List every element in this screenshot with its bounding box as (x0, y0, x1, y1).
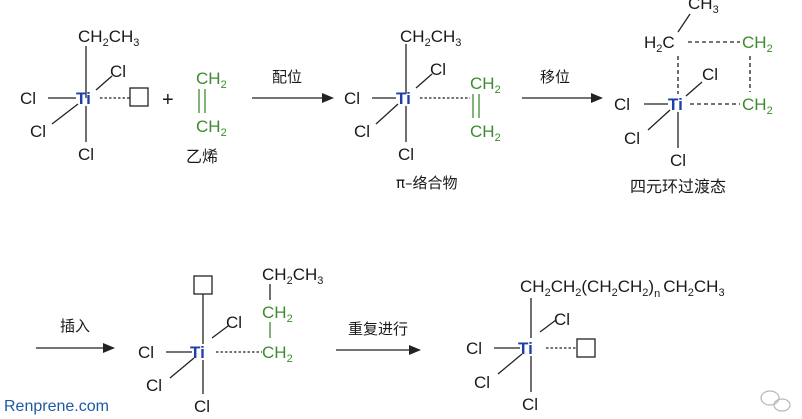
plus-sign: + (162, 89, 174, 111)
ethylene-ch2-label: CH2 (262, 303, 293, 325)
titanium-label: Ti (190, 343, 205, 362)
insertion-arrow: 插入 (36, 317, 115, 353)
chloride-label: Cl (354, 122, 370, 141)
migration-label: 移位 (540, 68, 570, 86)
chloride-label: Cl (466, 339, 482, 358)
titanium-label: Ti (76, 89, 91, 108)
ethylene-ch2-label: CH2 (262, 343, 293, 365)
chloride-label: Cl (78, 145, 94, 164)
site-watermark: Renprene.com (4, 398, 109, 415)
wechat-icon (760, 390, 791, 412)
chloride-label: Cl (702, 65, 718, 84)
ethyl-group-label: CH2CH3 (78, 27, 139, 49)
insertion-label: 插入 (60, 317, 90, 335)
chloride-label: Cl (670, 151, 686, 170)
ethylene-caption: 乙烯 (186, 147, 218, 166)
four-ring-transition-state: CH3 H2C CH2 CH2 Cl Cl Cl Cl Ti 四元环过渡态 (614, 0, 773, 196)
ethylene-ch2-label: CH2 (742, 95, 773, 117)
titanium-label: Ti (518, 339, 533, 358)
coordination-arrow: 配位 (252, 68, 334, 103)
ethyl-group-label: CH2CH3 (262, 265, 323, 287)
chloride-label: Cl (624, 129, 640, 148)
chloride-label: Cl (474, 373, 490, 392)
titanium-label: Ti (668, 95, 683, 114)
vacant-site-box (576, 338, 596, 358)
chloride-label: Cl (614, 95, 630, 114)
ethyl-group-label: CH2CH3 (400, 27, 461, 49)
migration-arrow: 移位 (522, 68, 603, 103)
chloride-label: Cl (398, 145, 414, 164)
titanium-label: Ti (396, 89, 411, 108)
ethylene-molecule: CH2 CH2 乙烯 (186, 69, 227, 166)
ethylene-ch2-label: CH2 (196, 117, 227, 139)
ethylene-ch2-label: CH2 (470, 74, 501, 96)
ethylene-ch2-label: CH2 (742, 33, 773, 55)
chloride-label: Cl (110, 62, 126, 81)
pi-complex: CH2CH3 Cl Cl Cl Cl Ti CH2 CH2 π–络合物 (344, 27, 501, 192)
transition-state-caption: 四元环过渡态 (630, 177, 726, 196)
vacant-site-box (129, 87, 149, 107)
vacant-site-box (193, 275, 213, 295)
h2c-label: H2C (644, 33, 675, 55)
chloride-label: Cl (20, 89, 36, 108)
ethylene-ch2-label: CH2 (470, 122, 501, 144)
chloride-label: Cl (194, 397, 210, 416)
methyl-label: CH3 (688, 0, 719, 16)
chloride-label: Cl (554, 310, 570, 329)
pi-complex-caption: π–络合物 (396, 174, 458, 192)
chloride-label: Cl (30, 122, 46, 141)
repeat-label: 重复进行 (348, 320, 408, 338)
chloride-label: Cl (138, 343, 154, 362)
ethylene-ch2-label: CH2 (196, 69, 227, 91)
chloride-label: Cl (430, 60, 446, 79)
chloride-label: Cl (522, 395, 538, 414)
chloride-label: Cl (226, 313, 242, 332)
chloride-label: Cl (146, 376, 162, 395)
initial-ti-complex: CH2CH3 Cl Cl Cl Cl Ti (20, 27, 149, 164)
repeat-arrow: 重复进行 (336, 320, 421, 355)
inserted-product: Cl Cl Cl Cl Ti CH2 CH2 CH2CH3 (138, 265, 323, 416)
coordination-label: 配位 (272, 68, 302, 86)
chloride-label: Cl (344, 89, 360, 108)
